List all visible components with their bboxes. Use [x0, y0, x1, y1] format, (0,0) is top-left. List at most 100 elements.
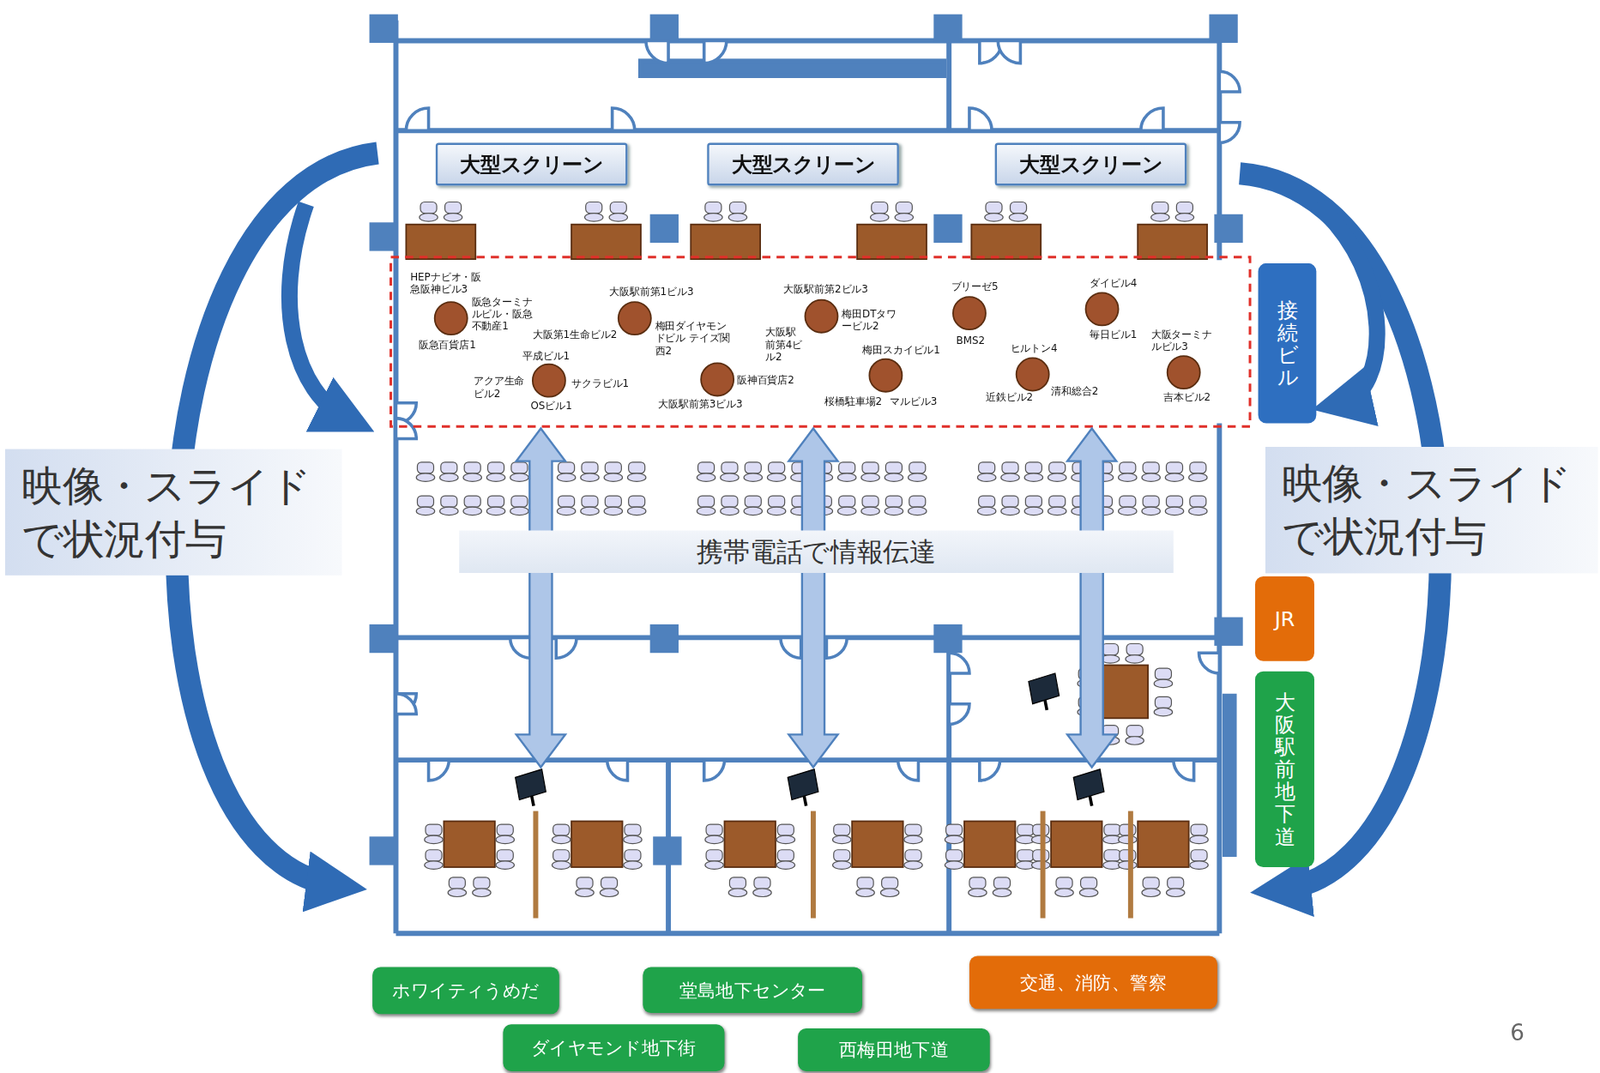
chair	[833, 861, 852, 870]
table-label: ヒルトン4	[1010, 343, 1072, 356]
chair	[766, 507, 785, 516]
chair	[464, 462, 481, 474]
chair	[599, 888, 618, 898]
chair	[416, 462, 434, 474]
chair	[488, 495, 505, 508]
chair	[488, 462, 505, 474]
chair	[1002, 462, 1019, 474]
door	[555, 637, 577, 659]
chair	[1190, 850, 1208, 862]
chair	[1001, 507, 1020, 516]
pillars	[369, 14, 1244, 866]
org-box: ホワイティうめだ	[372, 967, 560, 1015]
chair	[553, 850, 570, 862]
box-text: JR	[1274, 607, 1296, 630]
chair	[1080, 877, 1098, 889]
round-table	[532, 364, 566, 398]
chair	[1079, 888, 1098, 898]
chair	[1118, 507, 1137, 516]
chair	[464, 495, 481, 508]
chair	[777, 850, 794, 862]
chair	[1189, 473, 1208, 483]
chair	[585, 213, 604, 223]
chair	[495, 835, 514, 845]
round-tables	[434, 292, 1201, 397]
chair	[1017, 850, 1034, 862]
box-text: 接続ビル	[1277, 298, 1299, 389]
chair	[424, 861, 443, 870]
chair	[556, 507, 575, 516]
desk	[571, 224, 641, 260]
chair	[857, 877, 874, 889]
partition	[1128, 811, 1134, 919]
chair	[558, 495, 575, 508]
desk	[1050, 821, 1102, 868]
round-table	[1016, 357, 1050, 391]
walls	[395, 20, 1230, 935]
chair	[440, 473, 459, 483]
round-table	[618, 301, 652, 335]
chair	[729, 877, 746, 889]
chair	[416, 495, 434, 508]
curved-arrows	[176, 152, 1441, 890]
table-label: 平成ビル1	[522, 350, 584, 363]
chair	[495, 861, 514, 870]
box-text: 大型スクリーン	[459, 150, 604, 178]
chair	[1142, 462, 1160, 474]
chair	[885, 495, 902, 508]
furniture	[405, 202, 1208, 919]
chair	[908, 473, 927, 483]
desk	[690, 224, 761, 260]
chair	[1125, 736, 1144, 746]
chair	[720, 507, 739, 516]
chair	[1104, 850, 1121, 862]
chair	[706, 824, 723, 836]
org-box: 交通、消防、警察	[969, 955, 1218, 1009]
chair	[1189, 495, 1207, 508]
chair	[1189, 861, 1208, 870]
chair	[575, 888, 594, 898]
chair	[946, 850, 963, 862]
chair	[440, 462, 458, 474]
chair	[448, 877, 465, 889]
chair	[905, 850, 922, 862]
table-label: 大阪駅前第3ビル3	[658, 398, 771, 411]
chair	[1165, 473, 1184, 483]
chair	[944, 835, 963, 845]
chair	[603, 473, 622, 483]
exercise-zone	[391, 257, 1250, 427]
chair	[985, 202, 1003, 214]
chair	[603, 507, 622, 516]
chair	[1175, 213, 1194, 223]
chair	[862, 495, 879, 508]
box-text: 交通、消防、警察	[1020, 970, 1167, 996]
chair	[978, 462, 996, 474]
chair	[463, 473, 482, 483]
chair	[1002, 495, 1019, 508]
chair	[1165, 495, 1183, 508]
building-box: 接続ビル	[1258, 263, 1317, 424]
chair	[1125, 655, 1144, 665]
chair	[511, 462, 528, 474]
desk	[1097, 664, 1148, 719]
door	[1219, 71, 1240, 92]
chair	[1118, 473, 1137, 483]
door	[510, 637, 532, 659]
chair	[420, 202, 437, 214]
desk	[964, 821, 1015, 868]
chair	[1154, 696, 1172, 708]
chair	[839, 462, 856, 474]
chair	[1001, 473, 1020, 483]
monitor	[787, 769, 819, 801]
chair	[838, 473, 857, 483]
chair	[425, 850, 442, 862]
door	[612, 108, 635, 131]
chair	[833, 850, 851, 862]
monitor	[1089, 796, 1092, 807]
chair	[946, 824, 963, 836]
table-label: アクア生命ビル2	[473, 375, 532, 401]
chair	[885, 462, 902, 474]
chair	[472, 888, 491, 898]
double-arrow	[516, 428, 566, 768]
